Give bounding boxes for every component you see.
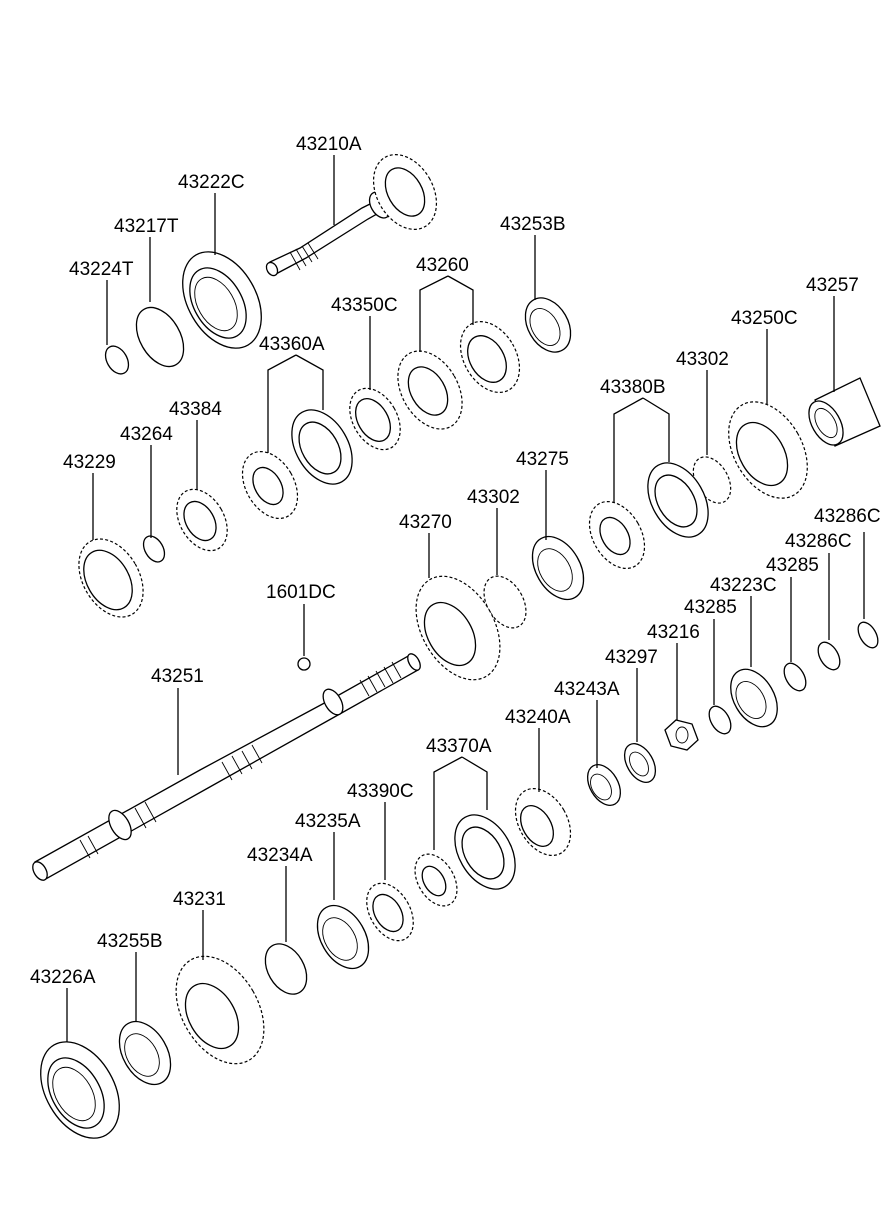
label-43302-a: 43302 <box>676 349 729 370</box>
label-43302-b: 43302 <box>467 487 520 508</box>
gear-43240a-drawing <box>514 787 572 857</box>
bearing-43223c-drawing <box>730 668 778 728</box>
nut-43216-drawing <box>664 719 699 751</box>
label-43240a: 43240A <box>505 707 571 728</box>
sleeve-43257-drawing <box>808 377 881 447</box>
label-43370a: 43370A <box>426 736 492 757</box>
ball-1601dc-drawing <box>297 657 311 671</box>
label-43216: 43216 <box>647 622 700 643</box>
needle-bearing-43275-drawing <box>531 535 585 601</box>
spacer-43234a-drawing <box>264 943 308 995</box>
ring-43264-drawing <box>142 535 166 563</box>
label-43235a: 43235A <box>295 811 361 832</box>
label-43222c: 43222C <box>178 172 245 193</box>
main-shaft-drawing <box>32 653 421 881</box>
needle-bearing-43253b-drawing <box>524 297 572 353</box>
bearing-43222c-drawing <box>182 251 262 349</box>
label-43217t: 43217T <box>114 216 179 237</box>
label-1601dc: 1601DC <box>266 582 336 603</box>
input-shaft-drawing <box>265 154 438 277</box>
label-43297: 43297 <box>605 647 658 668</box>
label-43286c-a: 43286C <box>814 506 881 527</box>
label-43234a: 43234A <box>247 845 313 866</box>
label-43285-b: 43285 <box>684 597 737 618</box>
label-43390c: 43390C <box>347 781 414 802</box>
needle-bearing-43235a-drawing <box>316 904 370 970</box>
label-43253b: 43253B <box>500 214 566 235</box>
hub-43229-drawing <box>78 538 144 618</box>
label-43210a: 43210A <box>296 134 362 155</box>
synchronizer-43380b-drawing <box>588 462 709 570</box>
gear-43250c-drawing <box>728 401 808 499</box>
synchronizer-43360a-drawing <box>241 409 353 520</box>
synchro-ring-43390c-drawing <box>366 882 414 942</box>
ring-43286c-a-drawing <box>857 621 879 649</box>
gear-43231-drawing <box>175 955 265 1065</box>
label-43231: 43231 <box>173 889 226 910</box>
synchro-ring-43350c-drawing <box>349 387 401 451</box>
label-43384: 43384 <box>169 399 222 420</box>
part-drawings <box>32 154 881 1139</box>
spacer-43243a-drawing <box>586 764 622 806</box>
label-43229: 43229 <box>63 452 116 473</box>
gear-43260-drawing <box>397 321 521 430</box>
label-43285-a: 43285 <box>766 555 819 576</box>
label-43226a: 43226A <box>30 967 96 988</box>
leader-lines <box>66 155 865 1042</box>
synchro-ring-43384-drawing <box>176 488 228 552</box>
part-labels: 43210A 43222C 43217T 43224T 43253B 43260… <box>30 134 881 988</box>
label-43380b: 43380B <box>600 377 666 398</box>
ring-43285-b-drawing <box>708 705 732 735</box>
label-43250c: 43250C <box>731 308 798 329</box>
label-43251: 43251 <box>151 666 204 687</box>
label-43260: 43260 <box>416 255 469 276</box>
ring-43224t-drawing <box>104 345 130 375</box>
label-43270: 43270 <box>399 512 452 533</box>
label-43350c: 43350C <box>331 295 398 316</box>
label-43243a: 43243A <box>554 679 620 700</box>
label-43275: 43275 <box>516 449 569 470</box>
synchronizer-43370a-drawing <box>414 814 516 907</box>
gear-43270-drawing <box>415 575 501 681</box>
label-43223c: 43223C <box>710 575 777 596</box>
washer-43297-drawing <box>623 743 657 783</box>
label-43255b: 43255B <box>97 931 163 952</box>
label-43224t: 43224T <box>69 259 134 280</box>
label-43264: 43264 <box>120 424 173 445</box>
snap-ring-43217t-drawing <box>135 306 185 368</box>
bearing-43226a-drawing <box>40 1041 120 1139</box>
label-43257: 43257 <box>806 275 859 296</box>
ring-43286c-b-drawing <box>817 641 841 671</box>
label-43286c-b: 43286C <box>785 531 852 552</box>
ring-43285-a-drawing <box>783 662 807 692</box>
label-43360a: 43360A <box>259 334 325 355</box>
needle-bearing-43255b-drawing <box>118 1020 172 1086</box>
